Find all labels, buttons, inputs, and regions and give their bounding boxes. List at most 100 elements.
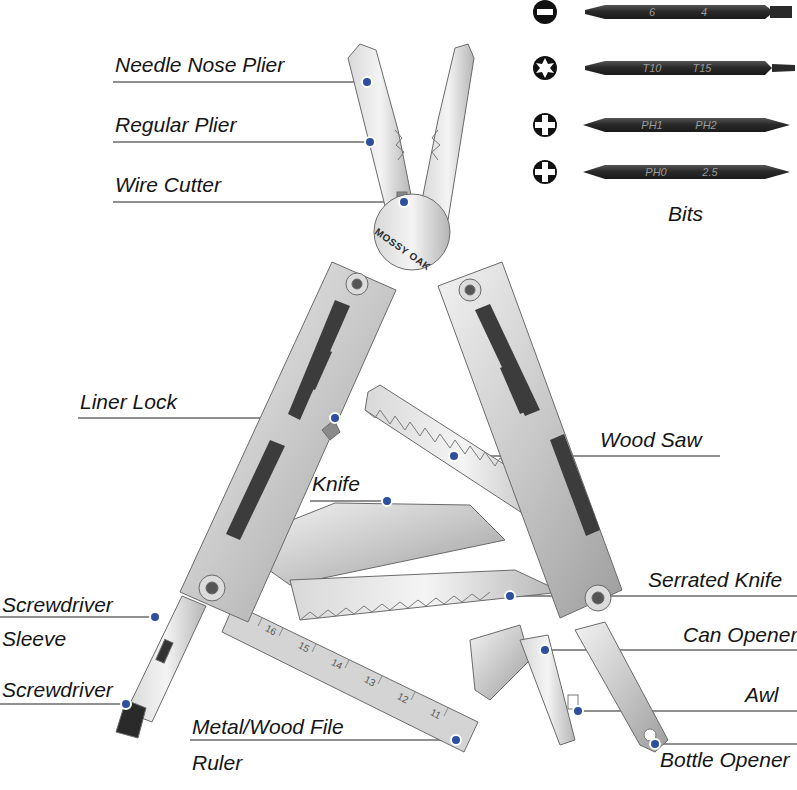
callout-dots (399, 197, 409, 207)
multitool-body (345, 660, 349, 668)
multitool-body (206, 582, 218, 594)
multitool-body (470, 625, 530, 700)
bit-set (772, 64, 795, 72)
leader-lines (190, 739, 456, 740)
leader-lines (578, 710, 797, 711)
multitool-body (395, 130, 404, 160)
multitool-body (444, 708, 448, 716)
leader-lines (545, 649, 797, 650)
multitool-body (475, 304, 540, 416)
multitool-body (199, 575, 225, 601)
callout-dots (382, 496, 392, 506)
leader-lines (655, 743, 797, 744)
multitool-body (246, 612, 448, 716)
multitool-body (156, 639, 173, 663)
multitool-body (432, 130, 440, 160)
multitool-body (378, 676, 382, 684)
callout-dots (650, 739, 660, 749)
multitool-body (585, 585, 611, 611)
multitool-body (346, 273, 368, 295)
callout-dots (362, 77, 372, 87)
multitool-body (352, 279, 362, 289)
multitool-body (300, 592, 490, 620)
multitool-body (592, 592, 604, 604)
part-label: Wood Saw (600, 428, 702, 452)
part-label: Can Opener (683, 623, 797, 647)
multitool-body (305, 348, 332, 390)
bit-set (533, 0, 557, 24)
callout-dots (121, 699, 131, 709)
multitool-body (116, 44, 668, 752)
leader-lines (113, 201, 404, 202)
multitool-body (312, 644, 316, 652)
multitool-body (411, 692, 415, 700)
bit-set (535, 115, 555, 135)
part-label: Screwdriver Sleeve (2, 588, 137, 656)
multitool-body (279, 628, 283, 636)
part-label: Wire Cutter (115, 173, 221, 197)
part-label: Bottle Opener (660, 748, 790, 772)
bit-size: PH0 (645, 166, 666, 178)
bit-size: 4 (701, 6, 707, 18)
multitool-body (116, 700, 146, 738)
multitool-body (459, 279, 481, 301)
multitool-body (126, 596, 206, 722)
bit-set (770, 6, 792, 18)
part-label: Serrated Knife (648, 568, 782, 592)
multitool-body (575, 622, 668, 752)
leader-lines (310, 500, 387, 501)
bit-size: PH2 (695, 119, 716, 131)
bit-set (536, 58, 554, 78)
callout-dots (573, 706, 583, 716)
bit-set (533, 0, 795, 184)
multitool-body (520, 635, 575, 745)
multitool-body (226, 300, 600, 540)
multitool-body (438, 262, 622, 618)
multitool-body (348, 44, 412, 218)
callout-dots (365, 137, 375, 147)
leader-lines (0, 703, 126, 704)
callout-dots (449, 451, 459, 461)
part-label: Liner Lock (80, 390, 177, 414)
bit-set (583, 118, 790, 132)
part-label: Awl (745, 683, 778, 707)
leader-lines (113, 81, 367, 82)
callout-dots (330, 413, 340, 423)
leader-lines (454, 455, 720, 456)
bit-size: 6 (649, 6, 655, 18)
bits-label: Bits (668, 202, 703, 226)
bit-set (535, 162, 555, 182)
multitool-body (180, 262, 396, 622)
callout-dots (451, 735, 461, 745)
part-label: Regular Plier (115, 113, 236, 137)
bit-size: T15 (693, 62, 712, 74)
bit-set (585, 5, 770, 19)
bit-size: PH1 (641, 119, 662, 131)
multitool-body (290, 570, 562, 620)
bit-set (585, 61, 772, 75)
leader-lines (0, 616, 155, 617)
multitool-body (500, 364, 530, 414)
multitool-body (226, 440, 285, 540)
bit-size: T10 (643, 62, 662, 74)
multitool-body (288, 300, 350, 420)
part-label: Metal/Wood File Ruler (192, 709, 367, 781)
bit-set (533, 160, 557, 184)
multitool-body (550, 434, 600, 536)
bit-set (537, 9, 553, 15)
part-label: Screwdriver (2, 678, 113, 702)
bit-set (533, 56, 557, 80)
part-label: Needle Nose Plier (115, 53, 284, 77)
bit-set (583, 165, 790, 179)
callout-dots (505, 591, 515, 601)
multitool-body (258, 618, 262, 626)
callout-dots (150, 612, 160, 622)
multitool-body (422, 44, 474, 220)
callout-dots (540, 645, 550, 655)
bit-size: 2.5 (702, 166, 717, 178)
bit-set (533, 113, 557, 137)
leader-lines (113, 141, 370, 142)
multitool-body (465, 285, 475, 295)
part-label: Knife (312, 472, 360, 496)
